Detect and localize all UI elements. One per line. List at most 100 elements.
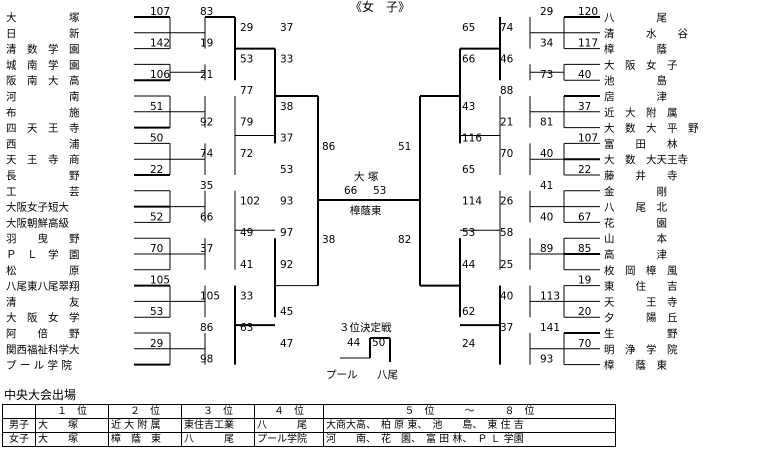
summary-header-cell: ３ 位 (181, 404, 255, 419)
final-semi-left-top: 86 (322, 141, 336, 153)
left-score: 35 (200, 180, 213, 192)
left-score: 37 (200, 243, 213, 255)
left-team-name: 長 野 (6, 170, 80, 182)
right-score: 116 (462, 132, 482, 144)
right-score: 85 (578, 243, 591, 255)
summary-cell: 東住吉工業 (181, 418, 255, 433)
third-place-team-right: 八尾 (377, 369, 398, 381)
left-score: 22 (150, 164, 163, 176)
left-score: 33 (280, 53, 293, 65)
right-score: 65 (462, 164, 475, 176)
right-team-labels: 八 尾清 水 谷樟 蔭大 阪 女 子池 島扂 津近 大 附 属大 数 大 平 野… (604, 12, 699, 372)
left-team-name: 松 原 (6, 264, 80, 277)
left-team-name: 阪 南 大 高 (6, 74, 80, 87)
left-score: 41 (240, 259, 253, 271)
right-score: 65 (462, 22, 475, 34)
left-score: 92 (280, 259, 293, 271)
left-score: 38 (280, 101, 293, 113)
right-team-name: 花 園 (604, 216, 667, 229)
left-score: 105 (150, 275, 170, 287)
left-score: 53 (280, 164, 293, 176)
third-place-score-left: 44 (347, 337, 361, 349)
left-score: 45 (280, 306, 293, 318)
summary-row-boys: 男子 大 塚 近 大 附 属 東住吉工業 八 尾 大商大高、 柏 原 東、 池 … (2, 418, 616, 433)
summary-cell: 大 塚 (35, 418, 109, 433)
summary-header-cell (2, 404, 36, 419)
final-semi-right-top: 51 (398, 141, 411, 153)
summary-cell: 大商大高、 柏 原 東、 池 島、 東 住 吉 (323, 418, 616, 433)
right-score: 22 (578, 164, 591, 176)
left-team-name: 清 友 (6, 295, 80, 308)
right-score: 40 (540, 211, 553, 223)
summary-cell: 河 南、 花 園、 富 田 林、 Ｐ Ｌ 学園 (323, 432, 616, 447)
right-team-name: 扂 津 (604, 90, 667, 103)
third-place-team-left: プール (326, 369, 358, 381)
left-score: 107 (150, 6, 170, 18)
right-team-name: 天 王 寺 (604, 296, 678, 308)
right-team-name: 八 尾 北 (604, 202, 667, 214)
right-score: 20 (578, 306, 591, 318)
right-team-name: 八 尾 (604, 12, 667, 24)
left-score: 72 (240, 148, 253, 160)
summary-cell: 近 大 附 属 (108, 418, 182, 433)
right-score: 40 (578, 69, 591, 81)
left-team-name: 八尾東八尾翠翔 (6, 280, 80, 293)
final-group: 86 38 51 82 大 塚 66 53 樟蔭東 (322, 141, 411, 246)
left-score: 37 (280, 132, 293, 144)
left-score: 47 (280, 338, 293, 350)
right-team-name: 大 数 大 平 野 (604, 122, 699, 135)
left-score: 33 (240, 290, 253, 302)
summary-header-cell: １ 位 (35, 404, 109, 419)
left-score: 66 (200, 211, 214, 223)
right-score: 43 (462, 101, 475, 113)
left-team-name: 阿 倍 野 (6, 327, 80, 340)
right-team-name: 明 浄 学 院 (604, 343, 678, 356)
final-score-right: 53 (373, 185, 386, 197)
summary-cell: 男子 (2, 418, 36, 433)
third-place-group: ３位決定戦 44 50 プール 八尾 (326, 321, 398, 381)
summary-header-cell: ２ 位 (108, 404, 182, 419)
left-score: 93 (280, 196, 293, 208)
right-score: 62 (462, 306, 475, 318)
left-team-name: 河 南 (6, 90, 80, 103)
left-score: 79 (240, 117, 253, 129)
left-team-name: 天 王 寺 商 (6, 153, 80, 166)
right-score: 53 (462, 227, 475, 239)
final-semi-left-bottom: 38 (322, 234, 335, 246)
right-score: 41 (540, 180, 553, 192)
final-semi-right-bottom: 82 (398, 234, 411, 246)
right-team-name: 高 津 (604, 248, 667, 261)
right-team-name: 近 大 附 属 (604, 106, 678, 119)
left-team-name: 布 施 (6, 106, 80, 119)
bracket-lines (134, 16, 600, 366)
left-team-name: 四 天 王 寺 (6, 123, 80, 135)
right-score: 29 (540, 6, 553, 18)
right-score: 19 (578, 275, 591, 287)
right-score: 74 (500, 22, 514, 34)
right-score: 70 (500, 148, 513, 160)
page-title: 《女 子》 (349, 0, 410, 14)
left-team-name: 工 芸 (6, 185, 80, 198)
left-team-name: 大 塚 (6, 11, 80, 24)
left-score: 53 (150, 306, 163, 318)
summary-cell: 大 塚 (35, 432, 109, 447)
right-score: 141 (540, 322, 560, 334)
right-score: 34 (540, 38, 554, 50)
left-score: 74 (200, 148, 214, 160)
right-team-name: 大 阪 女 子 (604, 58, 678, 71)
left-score: 97 (280, 227, 293, 239)
right-team-name: 生 野 (604, 327, 678, 340)
summary-header-row: １ 位 ２ 位 ３ 位 ４ 位 ５ 位 ～ ８ 位 (2, 404, 616, 419)
left-team-name: Ｐ Ｌ 学 園 (6, 248, 80, 261)
left-team-labels: 大 塚日 新清 数 学 園城 南 学 園阪 南 大 高河 南布 施四 天 王 寺… (6, 11, 80, 372)
right-score: 120 (578, 6, 598, 18)
left-score: 51 (150, 101, 163, 113)
left-score: 21 (200, 69, 213, 81)
right-score: 67 (578, 211, 591, 223)
right-score: 26 (500, 196, 514, 208)
summary-header-cell: ５ 位 ～ ８ 位 (323, 404, 616, 419)
right-score: 25 (500, 259, 513, 271)
left-score: 70 (150, 243, 163, 255)
